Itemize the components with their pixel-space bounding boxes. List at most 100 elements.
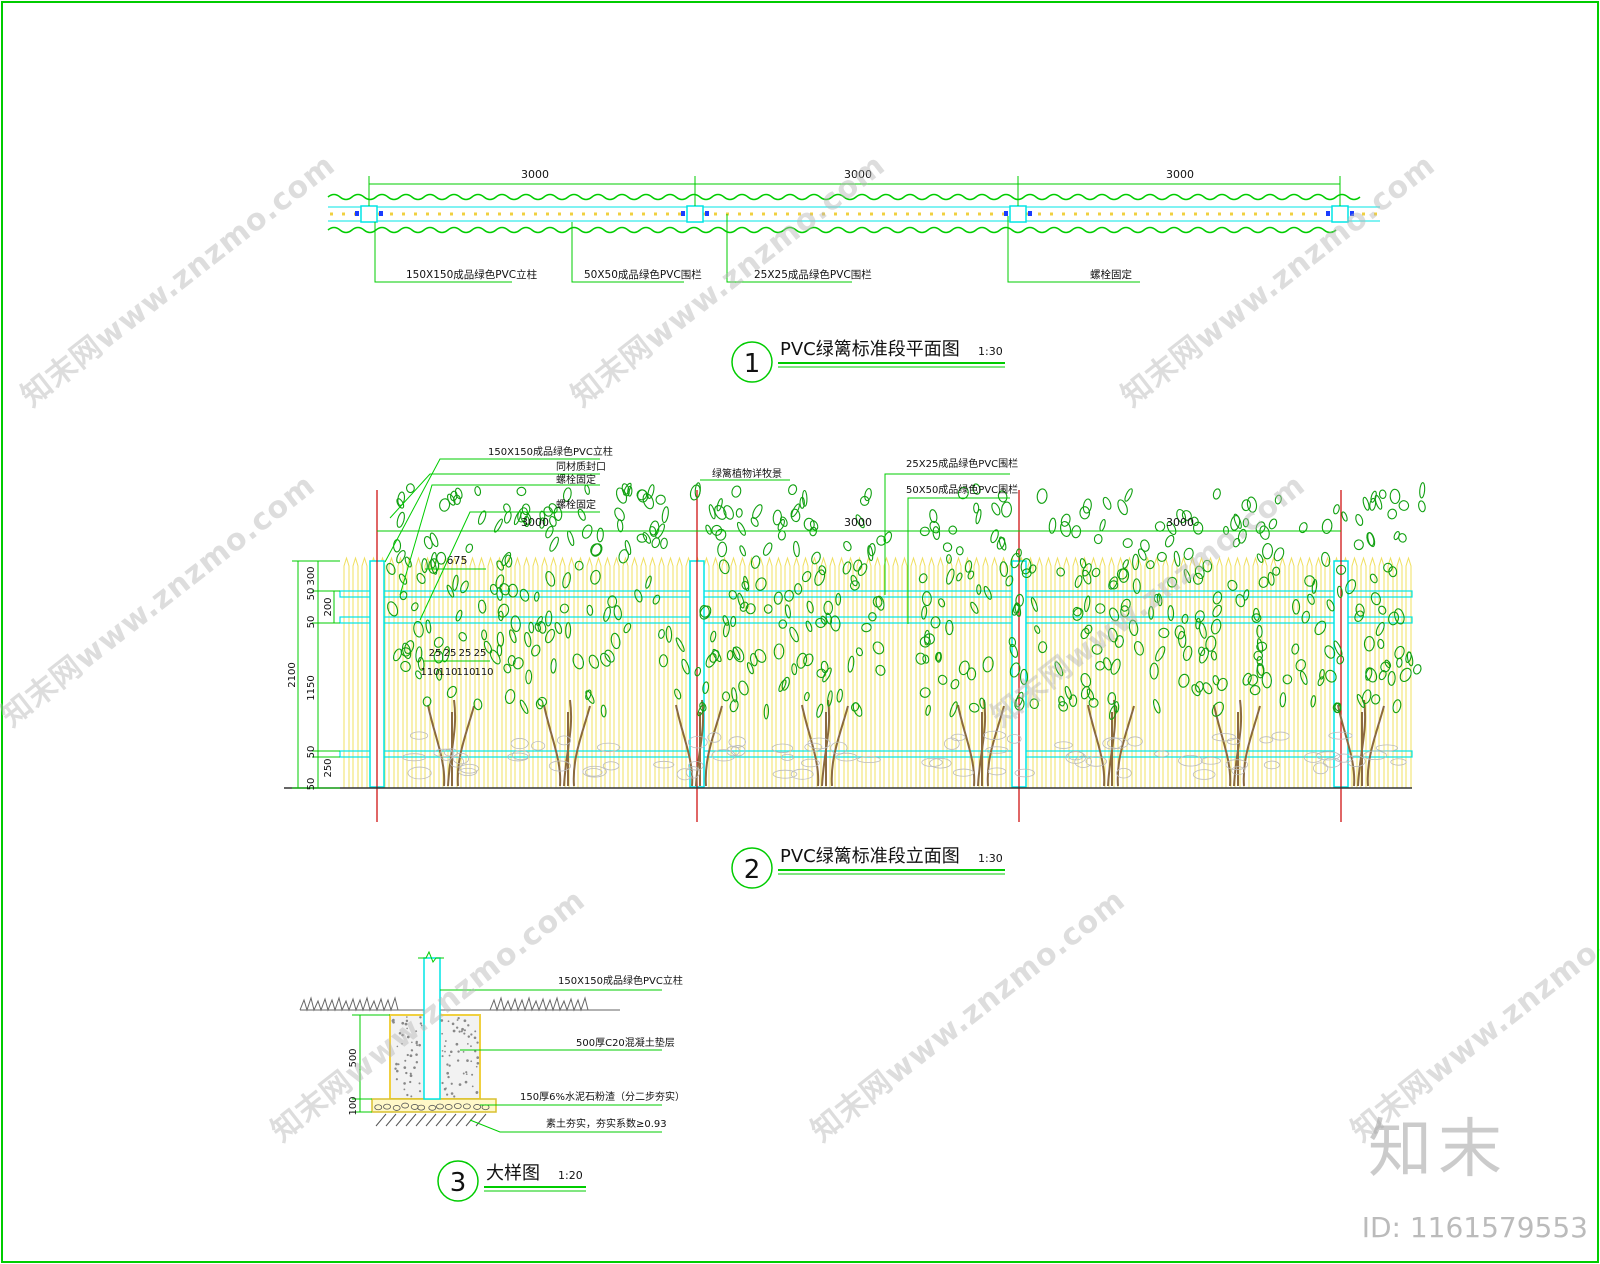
svg-text:110: 110 bbox=[456, 667, 475, 678]
hedge-plants bbox=[386, 482, 1426, 787]
plan-view: 3000 3000 3000 150X150成品绿色PVC立柱 50X50成品绿… bbox=[327, 168, 1380, 383]
svg-text:25: 25 bbox=[474, 648, 487, 659]
fence-picket bbox=[1288, 556, 1295, 788]
fence-picket bbox=[1297, 556, 1304, 788]
elev-spacing: 675 bbox=[447, 554, 468, 567]
fence-picket bbox=[1054, 556, 1061, 788]
picket-spacing-dims: 25 25 25 25 110 110 110 110 bbox=[420, 648, 493, 678]
elev-callout-rail25: 25X25成品绿色PVC围栏 bbox=[906, 457, 1018, 470]
detail-title: 大样图 bbox=[486, 1163, 540, 1184]
hedge-plant bbox=[386, 483, 518, 787]
fence-picket bbox=[982, 556, 989, 788]
fence-picket bbox=[847, 556, 854, 788]
fence-picket bbox=[1216, 556, 1223, 788]
fence-picket bbox=[856, 556, 863, 788]
plan-callout-bolt: 螺栓固定 bbox=[1090, 268, 1132, 281]
fence-picket bbox=[397, 556, 404, 788]
fence-picket bbox=[1306, 556, 1313, 788]
vdim-a8: 50 bbox=[306, 778, 317, 791]
fence-picket bbox=[1207, 556, 1214, 788]
fence-picket bbox=[955, 556, 962, 788]
vdim-a7: 250 bbox=[323, 758, 334, 777]
fence-picket bbox=[1225, 556, 1232, 788]
fence-picket bbox=[1234, 556, 1241, 788]
fence-picket bbox=[523, 556, 530, 788]
fence-picket bbox=[1027, 556, 1034, 788]
concrete-speckle bbox=[391, 1016, 480, 1098]
hedge-plant bbox=[1173, 488, 1301, 787]
svg-text:25: 25 bbox=[459, 648, 472, 659]
plan-title-number: 1 bbox=[744, 349, 761, 379]
fence-picket bbox=[712, 556, 719, 788]
fence-picket bbox=[667, 556, 674, 788]
fence-picket bbox=[784, 556, 791, 788]
detail-callout-post: 150X150成品绿色PVC立柱 bbox=[558, 974, 683, 987]
fence-picket bbox=[802, 556, 809, 788]
fence-picket bbox=[748, 556, 755, 788]
detail-view: 500 100 150X150成品绿色PVC立柱 500厚C20混凝土垫层 15… bbox=[299, 950, 685, 1202]
fence-picket bbox=[658, 556, 665, 788]
fence-picket bbox=[361, 556, 368, 788]
elev-callout-cap: 同材质封口 bbox=[556, 460, 606, 473]
elev-dim-3: 3000 bbox=[1166, 516, 1194, 529]
plan-hedge-bottom-edge bbox=[327, 226, 1337, 234]
detail-scale: 1:20 bbox=[558, 1169, 583, 1182]
fence-picket bbox=[1126, 556, 1133, 788]
fence-picket bbox=[388, 556, 395, 788]
svg-text:110: 110 bbox=[474, 667, 493, 678]
fence-picket bbox=[991, 556, 998, 788]
fence-picket bbox=[424, 556, 431, 788]
fence-picket bbox=[1387, 556, 1394, 788]
fence-picket bbox=[1090, 556, 1097, 788]
fence-picket bbox=[1324, 556, 1331, 788]
elevation-view: 3000 3000 3000 675 25 25 25 25 110 110 1… bbox=[284, 445, 1426, 889]
fence-picket bbox=[1099, 556, 1106, 788]
fence-picket bbox=[559, 556, 566, 788]
fence-picket bbox=[757, 556, 764, 788]
fence-picket bbox=[964, 556, 971, 788]
vdim-a0: 50 bbox=[306, 588, 317, 601]
fence-picket bbox=[1405, 556, 1412, 788]
fence-picket bbox=[892, 556, 899, 788]
fence-picket bbox=[883, 556, 890, 788]
fence-picket bbox=[505, 556, 512, 788]
fence-picket bbox=[1081, 556, 1088, 788]
fence-picket bbox=[451, 556, 458, 788]
plan-dim-1: 3000 bbox=[521, 168, 549, 181]
hedge-plant bbox=[1295, 482, 1426, 787]
fence-picket bbox=[946, 556, 953, 788]
elev-callout-plant: 绿篱植物详牧景 bbox=[712, 467, 782, 480]
svg-text:110: 110 bbox=[420, 667, 439, 678]
detail-break-symbol bbox=[418, 950, 444, 964]
plan-post bbox=[360, 205, 378, 223]
svg-text:110: 110 bbox=[438, 667, 457, 678]
fence-picket bbox=[973, 556, 980, 788]
plan-leaders bbox=[374, 214, 1140, 283]
hedge-plant bbox=[1048, 488, 1178, 787]
fence-picket bbox=[1270, 556, 1277, 788]
vdim-a2: 50 bbox=[306, 616, 317, 629]
elev-title-circle bbox=[731, 847, 773, 889]
fence-picket bbox=[1315, 556, 1322, 788]
fence-picket bbox=[811, 556, 818, 788]
elev-scale: 1:30 bbox=[978, 852, 1003, 865]
image-id-label: ID: 1161579553 bbox=[1361, 1211, 1588, 1244]
fence-picket bbox=[550, 556, 557, 788]
detail-callout-gravel: 150厚6%水泥石粉渣（分二步夯实） bbox=[520, 1090, 685, 1103]
plan-dim-2: 3000 bbox=[844, 168, 872, 181]
fence-picket bbox=[514, 556, 521, 788]
detail-callout-soil: 素土夯实，夯实系数≥0.93 bbox=[546, 1117, 667, 1130]
fence-picket bbox=[532, 556, 539, 788]
detail-compacted-soil bbox=[375, 1113, 487, 1127]
gravel-pattern bbox=[374, 1102, 490, 1111]
fence-picket bbox=[829, 556, 836, 788]
detail-dimension bbox=[352, 1014, 390, 1113]
fence-picket bbox=[1000, 556, 1007, 788]
fence-picket bbox=[928, 556, 935, 788]
elevation-leaders bbox=[384, 458, 1010, 624]
svg-text:25: 25 bbox=[444, 648, 457, 659]
elevation-pickets bbox=[343, 556, 1412, 788]
fence-picket bbox=[1045, 556, 1052, 788]
